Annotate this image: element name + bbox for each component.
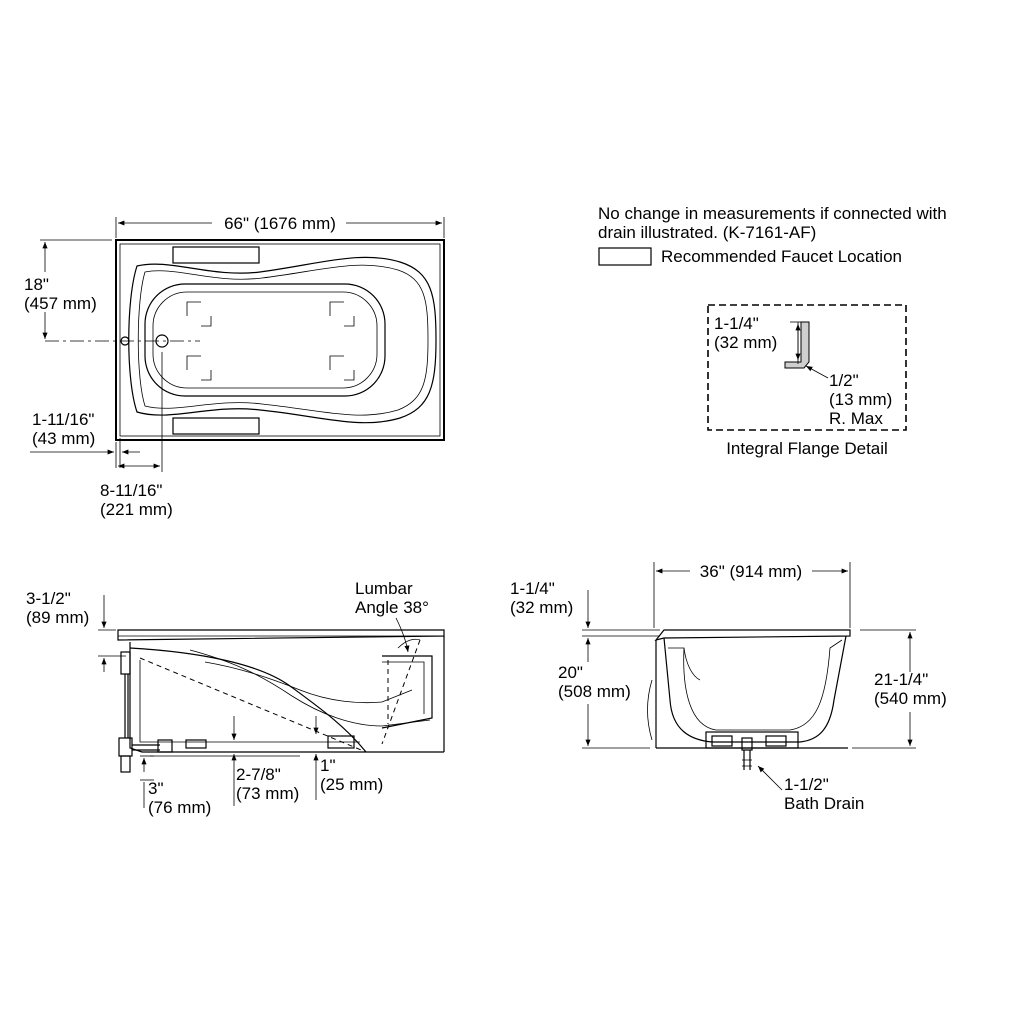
- tub-inner-outline-plan: [119, 243, 441, 437]
- flange-radius-note: R. Max: [829, 409, 883, 428]
- side-view: 3-1/2" (89 mm) Lumbar Angle 38° 3" (76 m…: [26, 579, 445, 817]
- flange-profile: [784, 321, 810, 369]
- flange-height-in: 1-1/4": [714, 314, 759, 333]
- plan-drain-offset-in: 8-11/16": [100, 481, 162, 500]
- flange-height-mm: (32 mm): [714, 333, 777, 352]
- tub-basin-outer: [144, 283, 386, 397]
- plan-width-dim: 66" (1676 mm): [224, 214, 336, 233]
- side-hidden-line: [139, 657, 367, 753]
- lumbar-label-1: Lumbar: [355, 579, 413, 598]
- end-depth-in: 20": [558, 663, 583, 682]
- end-width-dim: 36" (914 mm): [700, 562, 802, 581]
- plan-flange-mm: (43 mm): [32, 429, 95, 448]
- end-drain-label: Bath Drain: [784, 794, 864, 813]
- faucet-location-top: [172, 246, 260, 264]
- side-backwall: [381, 655, 433, 729]
- tub-outline-plan: [115, 239, 445, 441]
- side-drain-drop-in: 3": [148, 779, 164, 798]
- faucet-location-bottom: [172, 417, 260, 435]
- notes: No change in measurements if connected w…: [598, 204, 947, 266]
- side-floor-in: 2-7/8": [236, 765, 281, 784]
- flange-detail-caption: Integral Flange Detail: [726, 439, 888, 458]
- end-height-mm: (540 mm): [874, 689, 947, 708]
- tub-deck-outer: [128, 256, 437, 424]
- side-rim-mm: (89 mm): [26, 608, 89, 627]
- side-rim: [117, 629, 445, 641]
- end-height-in: 21-1/4": [874, 670, 928, 689]
- plan-view: 66" (1676 mm) 18" (457 mm) 1-11/16" (43 …: [24, 214, 445, 519]
- end-drain-size: 1-1/2": [784, 775, 829, 794]
- end-drain-fitting: [741, 737, 753, 751]
- end-depth-mm: (508 mm): [558, 682, 631, 701]
- lumbar-leader: [395, 617, 410, 653]
- side-floor-mm: (73 mm): [236, 784, 299, 803]
- end-rim: [654, 629, 851, 642]
- faucet-legend-label: Recommended Faucet Location: [661, 247, 902, 266]
- flange-detail-frame: [707, 304, 907, 431]
- side-rim-in: 3-1/2": [26, 589, 71, 608]
- note-line-2: drain illustrated. (K-7161-AF): [598, 223, 816, 242]
- side-drain-assembly: [118, 651, 173, 773]
- side-foot-mm: (25 mm): [320, 775, 383, 794]
- jet-markers: [186, 301, 355, 381]
- integral-flange-detail: 1-1/4" (32 mm) 1/2" (13 mm) R. Max Integ…: [707, 304, 907, 458]
- end-view: 36" (914 mm) 1-1/4" (32 mm) 20" (508 mm)…: [510, 562, 947, 813]
- side-foot-in: 1": [320, 756, 336, 775]
- plan-drain-offset-mm: (221 mm): [100, 500, 173, 519]
- side-foot-2: [327, 735, 355, 749]
- faucet-legend-swatch: [598, 247, 652, 266]
- plan-flange-in: 1-11/16": [32, 410, 94, 429]
- plan-depth-in: 18": [24, 275, 49, 294]
- end-basin-outer: [663, 635, 847, 743]
- tub-basin-inner: [152, 291, 378, 389]
- end-flange-mm: (32 mm): [510, 598, 573, 617]
- tub-deck-inner: [137, 264, 429, 416]
- plan-depth-mm: (457 mm): [24, 294, 97, 313]
- lumbar-label-2: Angle 38°: [355, 598, 429, 617]
- flange-radius-mm: (13 mm): [829, 390, 892, 409]
- note-line-1: No change in measurements if connected w…: [598, 204, 947, 223]
- flange-radius-in: 1/2": [829, 371, 859, 390]
- end-flange-in: 1-1/4": [510, 579, 555, 598]
- side-foot-1: [185, 739, 207, 749]
- side-drain-drop-mm: (76 mm): [148, 798, 211, 817]
- end-basin-inner: [668, 639, 843, 731]
